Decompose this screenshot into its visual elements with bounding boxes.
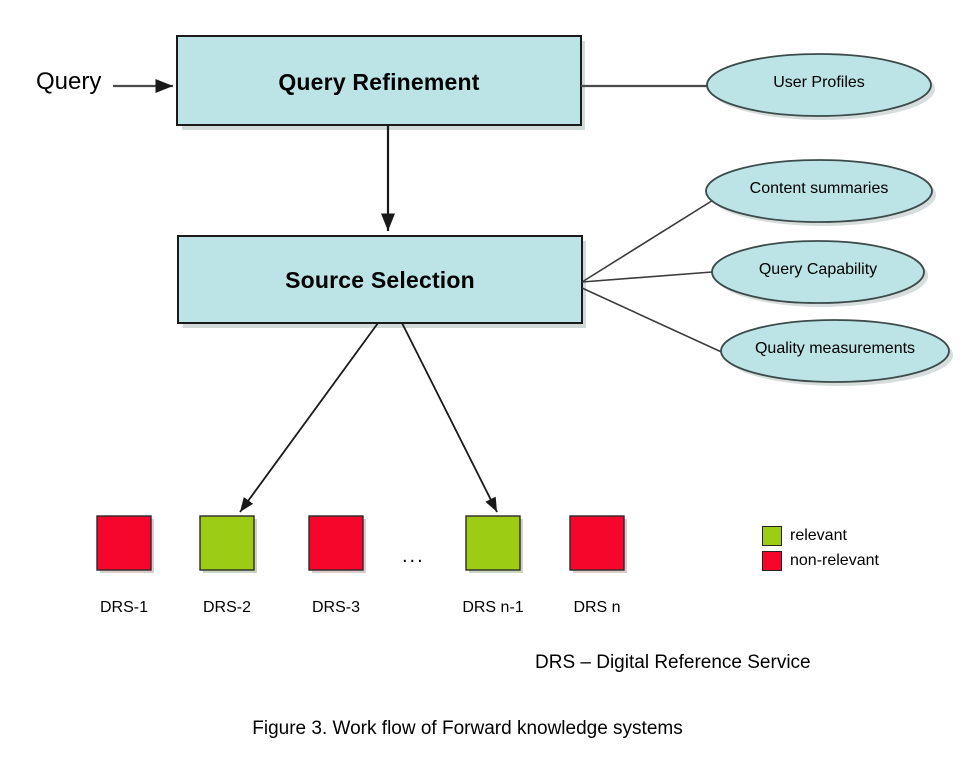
query-capability-label: Query Capability: [758, 261, 878, 278]
drs-item-label-2: DRS-3: [311, 599, 360, 616]
content-summaries-ellipse: [705, 159, 933, 223]
figure-caption: Figure 3. Work flow of Forward knowledge…: [252, 718, 683, 739]
drs-square-3: [465, 515, 521, 571]
source-selection-box: [177, 235, 583, 324]
quality-measurements-label: Quality measurements: [754, 340, 916, 357]
drs-item-label-3: DRS n-1: [462, 599, 524, 616]
quality-measurements-ellipse: [720, 319, 950, 383]
connector-quality-measurements: [581, 287, 729, 356]
drs-square-4: [569, 515, 625, 571]
query-refinement-label: Query Refinement: [278, 69, 480, 95]
drs-abbreviation-note: DRS – Digital Reference Service: [535, 652, 811, 673]
selection-to-drsn1-arrow: [401, 322, 498, 513]
legend-swatch-non-relevant: [762, 551, 782, 571]
legend-swatch-relevant: [762, 526, 782, 546]
drs-square-0: [96, 515, 152, 571]
connector-query-capability: [581, 271, 713, 283]
source-selection-label: Source Selection: [285, 267, 475, 293]
drs-square-2: [308, 515, 364, 571]
drs-item-label-1: DRS-2: [202, 599, 251, 616]
query-refinement-box: [176, 35, 582, 126]
query-capability-ellipse: [711, 240, 925, 304]
user-profiles-ellipse: [706, 53, 932, 117]
user-profiles-label: User Profiles: [773, 74, 865, 91]
drs-ellipsis: ...: [402, 545, 425, 567]
drs-item-label-0: DRS-1: [99, 599, 148, 616]
legend-label-non-relevant: non-relevant: [790, 552, 879, 569]
selection-to-drs2-arrow: [239, 322, 379, 513]
content-summaries-label: Content summaries: [749, 180, 889, 197]
drs-square-1: [199, 515, 255, 571]
query-input-label: Query: [36, 68, 102, 95]
connector-content-summaries: [581, 196, 719, 283]
drs-item-label-4: DRS n: [573, 599, 621, 616]
legend-label-relevant: relevant: [790, 527, 847, 544]
